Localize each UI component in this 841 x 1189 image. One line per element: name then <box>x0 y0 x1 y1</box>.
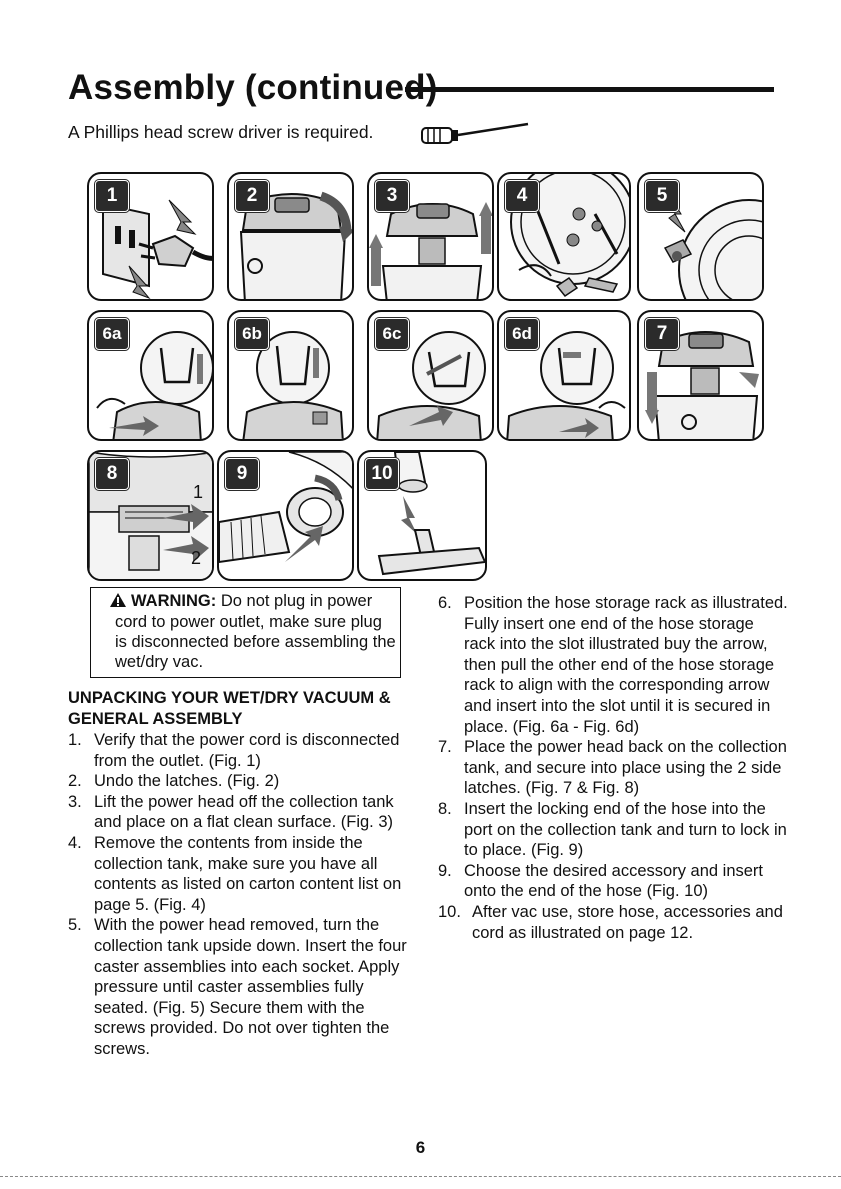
step-number: 10. <box>438 902 461 921</box>
step-number: 1. <box>68 731 82 749</box>
step-text: After vac use, store hose, accessories a… <box>472 902 783 942</box>
step-text: Position the hose storage rack as illust… <box>464 594 788 736</box>
hose-rack-6d-illustration <box>506 331 626 439</box>
replace-power-head-illustration <box>645 331 759 439</box>
step-item: 7. Place the power head back on the colle… <box>438 737 788 799</box>
figure-6b-badge: 6b <box>235 318 269 350</box>
figure-4-badge: 4 <box>505 180 539 212</box>
step-item: 3. Lift the power head off the collection… <box>68 792 408 833</box>
figure-3: 3 <box>367 172 494 301</box>
figure-7: 7 <box>637 310 764 441</box>
step-text: Remove the contents from inside the coll… <box>94 833 402 914</box>
figure-8-badge: 8 <box>95 458 129 490</box>
lift-power-head-illustration <box>369 202 492 299</box>
hose-rack-6b-illustration <box>242 331 344 439</box>
figure-1-badge: 1 <box>95 180 129 212</box>
bottom-rule <box>0 1176 841 1177</box>
step-text: Insert the locking end of the hose into … <box>464 799 787 860</box>
tool-requirement: A Phillips head screw driver is required… <box>68 122 374 142</box>
figure-10: 10 <box>357 450 487 581</box>
step-item: 6. Position the hose storage rack as illu… <box>438 593 788 737</box>
step-number: 8. <box>438 799 452 818</box>
page-title: Assembly (continued) <box>68 68 438 107</box>
figure-6d-badge: 6d <box>505 318 539 350</box>
step-item: 5. With the power head removed, turn the … <box>68 915 408 1059</box>
section-heading: UNPACKING YOUR WET/DRY VACUUM & GENERAL … <box>68 689 391 728</box>
figure-9-badge: 9 <box>225 458 259 490</box>
step-item: 9. Choose the desired accessory and inser… <box>438 861 788 902</box>
warning-first-text: Do not plug in power <box>220 592 373 610</box>
step-item: 8. Insert the locking end of the hose int… <box>438 799 788 861</box>
hose-rack-6a-illustration <box>96 331 212 439</box>
step-number: 9. <box>438 861 452 880</box>
figure-5-badge: 5 <box>645 180 679 212</box>
figure-6c: 6c <box>367 310 494 441</box>
figure-10-badge: 10 <box>365 458 399 490</box>
page-number: 6 <box>415 1138 426 1157</box>
callout-2: 2 <box>191 548 202 568</box>
step-text: Place the power head back on the collect… <box>464 738 787 798</box>
step-text: Lift the power head off the collection t… <box>94 792 394 832</box>
step-number: 3. <box>68 792 82 811</box>
steps-left-list: 1. Verify that the power cord is disconne… <box>68 730 408 1060</box>
callout-1: 1 <box>193 482 204 502</box>
figure-6a-badge: 6a <box>95 318 129 350</box>
figure-9: 9 <box>217 450 354 581</box>
figure-6b: 6b <box>227 310 354 441</box>
warning-first-line: WARNING: Do not plug in power <box>109 591 372 611</box>
figure-3-badge: 3 <box>375 180 409 212</box>
title-rule <box>405 87 774 92</box>
step-item: 2. Undo the latches. (Fig. 2) <box>68 771 408 792</box>
warning-body: cord to power outlet, make sure plug is … <box>115 613 396 671</box>
attach-accessory-illustration <box>377 452 485 576</box>
attach-hose-illustration <box>219 452 352 564</box>
step-text: With the power head removed, turn the co… <box>94 916 407 1058</box>
warning-label: WARNING: <box>131 592 217 610</box>
step-item: 1. Verify that the power cord is disconne… <box>68 730 408 771</box>
figure-7-badge: 7 <box>645 318 679 350</box>
step-number: 6. <box>438 594 452 612</box>
warning-box: WARNING: Do not plug in power cord to po… <box>90 587 401 678</box>
step-number: 7. <box>438 738 452 757</box>
figure-8: 8 1 2 <box>87 450 214 581</box>
figure-6a: 6a <box>87 310 214 441</box>
step-item: 4. Remove the contents from inside the co… <box>68 833 408 915</box>
figure-6d: 6d <box>497 310 631 441</box>
caster-insertion-illustration <box>663 193 762 299</box>
tank-contents-illustration <box>510 174 629 298</box>
figure-2: 2 <box>227 172 354 301</box>
step-number: 5. <box>68 916 82 935</box>
step-text: Verify that the power cord is disconnect… <box>94 731 400 770</box>
warning-triangle-icon <box>110 593 126 607</box>
step-text: Choose the desired accessory and insert … <box>464 861 763 901</box>
plug-removal-illustration <box>102 199 212 299</box>
step-number: 4. <box>68 833 82 852</box>
figure-4: 4 <box>497 172 631 301</box>
figure-6c-badge: 6c <box>375 318 409 350</box>
step-text: Undo the latches. (Fig. 2) <box>94 772 280 791</box>
figure-2-badge: 2 <box>235 180 269 212</box>
steps-right-list: 6. Position the hose storage rack as illu… <box>438 593 788 943</box>
figure-5: 5 <box>637 172 764 301</box>
hose-rack-6c-illustration <box>376 331 486 439</box>
figure-1: 1 <box>87 172 214 301</box>
step-item: 10. After vac use, store hose, accessorie… <box>438 902 788 943</box>
step-number: 2. <box>68 772 82 791</box>
screwdriver-icon <box>421 122 529 144</box>
